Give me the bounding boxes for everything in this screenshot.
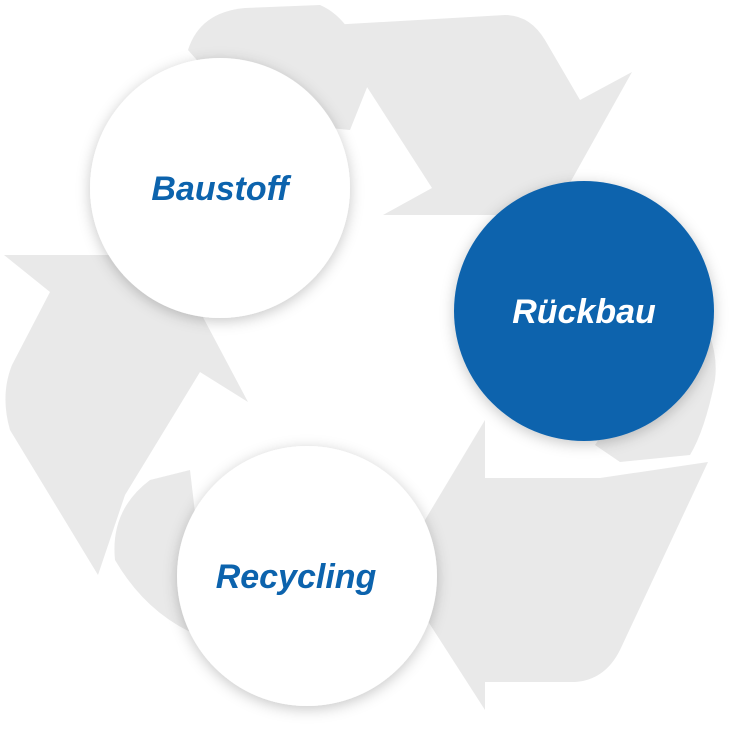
arrow-recycling-to-baustoff: [4, 255, 248, 575]
node-circle-recycling[interactable]: [177, 446, 437, 706]
node-circle-rueckbau[interactable]: [454, 181, 714, 441]
node-label-rueckbau: Rückbau: [512, 293, 656, 331]
recycle-arrows: [4, 5, 716, 710]
node-label-recycling: Recycling: [216, 558, 377, 596]
node-label-baustoff: Baustoff: [151, 170, 292, 208]
cycle-labels: Baustoff Rückbau Recycling: [151, 170, 656, 596]
cycle-nodes: [90, 58, 714, 706]
node-circle-baustoff[interactable]: [90, 58, 350, 318]
arrow-baustoff-to-rueckbau: [330, 15, 632, 215]
arrow-rueckbau-to-recycling: [395, 420, 708, 710]
